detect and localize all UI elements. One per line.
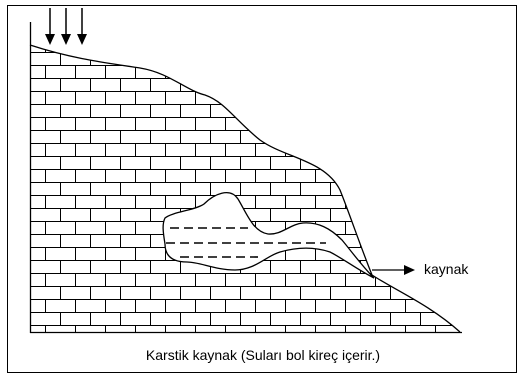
figure-caption: Karstik kaynak (Suları bol kireç içerir.… [145, 347, 381, 363]
limestone-body [29, 22, 462, 334]
spring-arrow-icon [372, 265, 415, 275]
rain-arrows-icon [45, 8, 87, 45]
underground-water-cavity [162, 192, 375, 279]
spring-label: kaynak [424, 261, 469, 277]
water-dashes [166, 227, 326, 258]
slope-outline [29, 44, 461, 333]
